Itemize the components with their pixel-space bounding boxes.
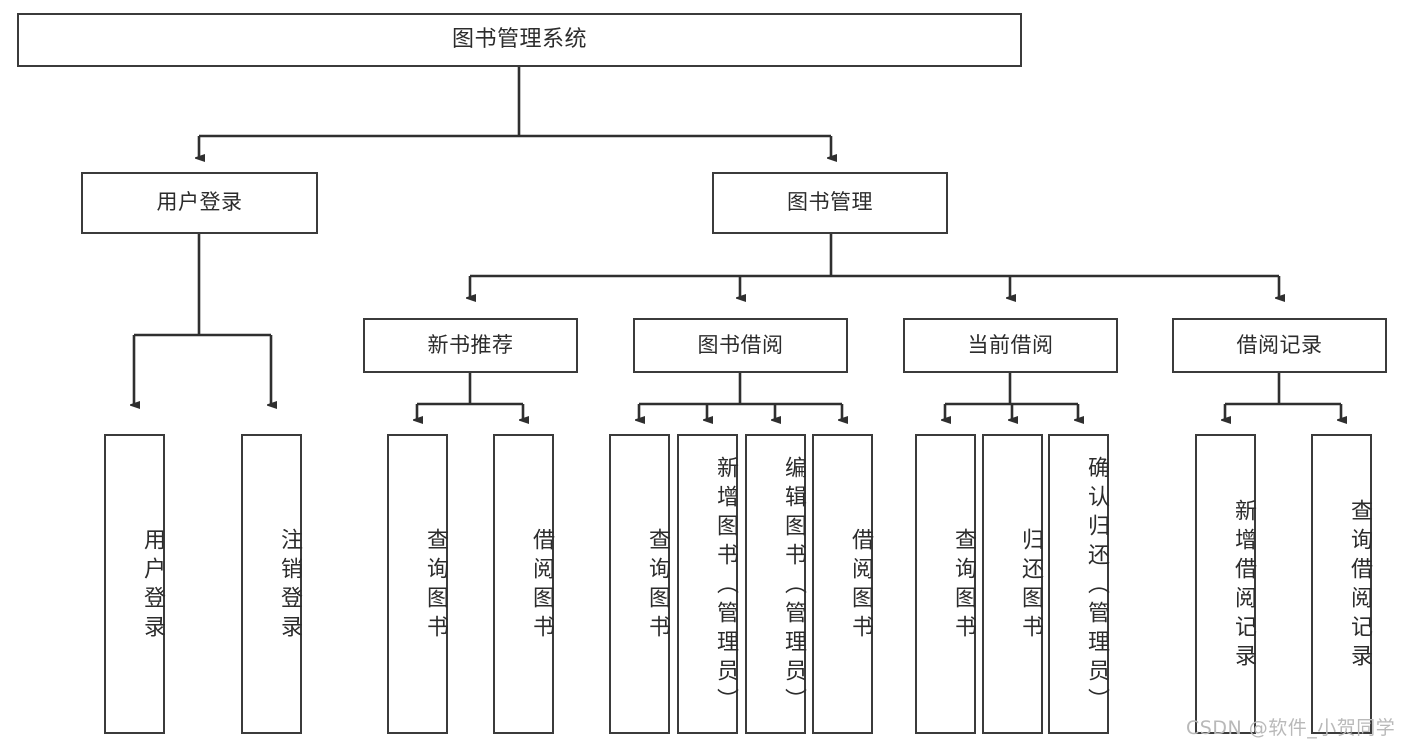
leaf-label: 借阅图书 <box>848 528 873 644</box>
node-book-borrow-label: 图书借阅 <box>697 332 784 357</box>
node-book-borrow[interactable]: 图书借阅 <box>633 318 848 373</box>
node-borrow-records-label: 借阅记录 <box>1236 332 1323 357</box>
leaf-label: 用户登录 <box>140 528 165 644</box>
leaf-label: 新增图书（管理员） <box>713 455 738 717</box>
leaf-label: 归还图书 <box>1018 528 1043 644</box>
node-current-borrow[interactable]: 当前借阅 <box>903 318 1118 373</box>
leaf-borrow-add-book-admin[interactable]: 新增图书（管理员） <box>677 434 738 734</box>
node-root-label: 图书管理系统 <box>451 26 587 52</box>
leaf-borrow-edit-book-admin[interactable]: 编辑图书（管理员） <box>745 434 806 734</box>
leaf-label: 编辑图书（管理员） <box>781 455 806 717</box>
leaf-user-login-signout[interactable]: 注销登录 <box>241 434 302 734</box>
leaf-recommend-borrow-book[interactable]: 借阅图书 <box>493 434 554 734</box>
leaf-label: 查询图书 <box>645 528 670 644</box>
node-book-management[interactable]: 图书管理 <box>712 172 948 234</box>
leaf-records-query-record[interactable]: 查询借阅记录 <box>1311 434 1372 734</box>
leaf-recommend-query-book[interactable]: 查询图书 <box>387 434 448 734</box>
node-user-login[interactable]: 用户登录 <box>81 172 318 234</box>
leaf-label: 注销登录 <box>277 528 302 644</box>
leaf-records-add-record[interactable]: 新增借阅记录 <box>1195 434 1256 734</box>
node-root[interactable]: 图书管理系统 <box>17 13 1022 67</box>
leaf-label: 新增借阅记录 <box>1231 499 1256 673</box>
node-book-management-label: 图书管理 <box>787 190 873 215</box>
leaf-current-return-book[interactable]: 归还图书 <box>982 434 1043 734</box>
leaf-current-query-book[interactable]: 查询图书 <box>915 434 976 734</box>
leaf-borrow-query-book[interactable]: 查询图书 <box>609 434 670 734</box>
leaf-label: 查询借阅记录 <box>1347 499 1372 673</box>
node-new-book-recommend-label: 新书推荐 <box>427 332 514 357</box>
node-user-login-label: 用户登录 <box>156 190 243 215</box>
leaf-current-confirm-return-admin[interactable]: 确认归还（管理员） <box>1048 434 1109 734</box>
node-borrow-records[interactable]: 借阅记录 <box>1172 318 1387 373</box>
node-new-book-recommend[interactable]: 新书推荐 <box>363 318 578 373</box>
leaf-borrow-borrow-book[interactable]: 借阅图书 <box>812 434 873 734</box>
leaf-label: 查询图书 <box>423 528 448 644</box>
leaf-label: 确认归还（管理员） <box>1084 455 1109 717</box>
leaf-label: 借阅图书 <box>529 528 554 644</box>
watermark-text: CSDN @软件_小贺同学 <box>1186 717 1396 739</box>
node-current-borrow-label: 当前借阅 <box>967 332 1054 357</box>
leaf-user-login-signin[interactable]: 用户登录 <box>104 434 165 734</box>
leaf-label: 查询图书 <box>951 528 976 644</box>
